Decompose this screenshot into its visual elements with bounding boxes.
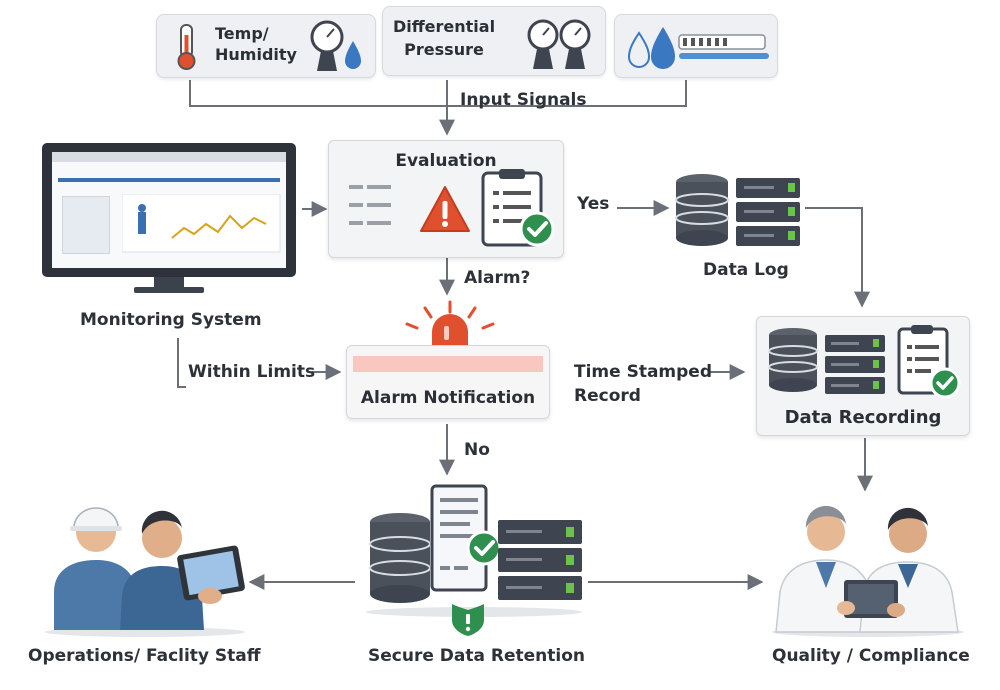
secure-retention-label: Secure Data Retention <box>368 646 585 666</box>
alarm-notification-title: Alarm Notification <box>360 388 536 408</box>
temp-label-line2: Humidity <box>215 45 297 64</box>
operations-staff-label: Operations/ Faclity Staff <box>28 646 261 666</box>
datalog-to-recording-arrow <box>805 207 870 308</box>
time-stamped-line2: Record <box>574 386 641 406</box>
differential-pressure-sensor-card: Differential Pressure <box>382 6 606 76</box>
dual-gauge-icon <box>527 19 591 69</box>
time-stamped-label: Time Stamped Record <box>574 360 712 408</box>
within-limits-arrow <box>177 338 186 388</box>
input-bus-line <box>189 80 687 107</box>
data-log-server-icon <box>675 174 800 246</box>
data-log-label: Data Log <box>703 260 789 280</box>
no-label: No <box>464 440 490 460</box>
within-limits-label: Within Limits <box>188 362 316 382</box>
monitoring-system-label: Monitoring System <box>80 310 262 330</box>
alarm-highlight-bar <box>353 356 543 372</box>
list-lines-icon <box>349 185 391 225</box>
trend-chart-icon <box>122 194 281 253</box>
input-signals-label: Input Signals <box>460 90 587 110</box>
sensor-probe-card <box>614 14 778 78</box>
temp-label-line1: Temp/ <box>215 24 269 43</box>
yes-label: Yes <box>577 194 610 214</box>
time-stamped-line1: Time Stamped <box>574 362 713 382</box>
operations-staff-illustration <box>45 507 245 637</box>
alarm-notification-card: Alarm Notification <box>346 345 550 419</box>
dp-label-line1: Differential <box>392 17 496 36</box>
recording-clipboard-icon <box>897 325 961 399</box>
data-recording-title: Data Recording <box>784 407 942 428</box>
secure-retention-illustration <box>366 484 582 636</box>
recording-server-icon <box>768 328 885 394</box>
evaluation-title: Evaluation <box>395 151 497 171</box>
monitor-screen <box>52 152 286 268</box>
dp-label-line2: Pressure <box>404 40 484 59</box>
temp-humidity-sensor-card: Temp/ Humidity <box>156 14 376 78</box>
thermometer-icon <box>177 24 196 70</box>
gauge-icon <box>310 20 361 71</box>
quality-compliance-label: Quality / Compliance <box>772 646 970 666</box>
evaluation-card: Evaluation <box>328 140 564 258</box>
data-recording-card: Data Recording <box>756 316 970 436</box>
alarm-question-label: Alarm? <box>464 268 531 288</box>
monitor-display <box>42 143 296 295</box>
clipboard-check-icon <box>481 169 555 247</box>
quality-compliance-illustration <box>772 505 964 637</box>
warning-icon <box>420 186 470 232</box>
sensor-probe-icon <box>627 27 769 69</box>
